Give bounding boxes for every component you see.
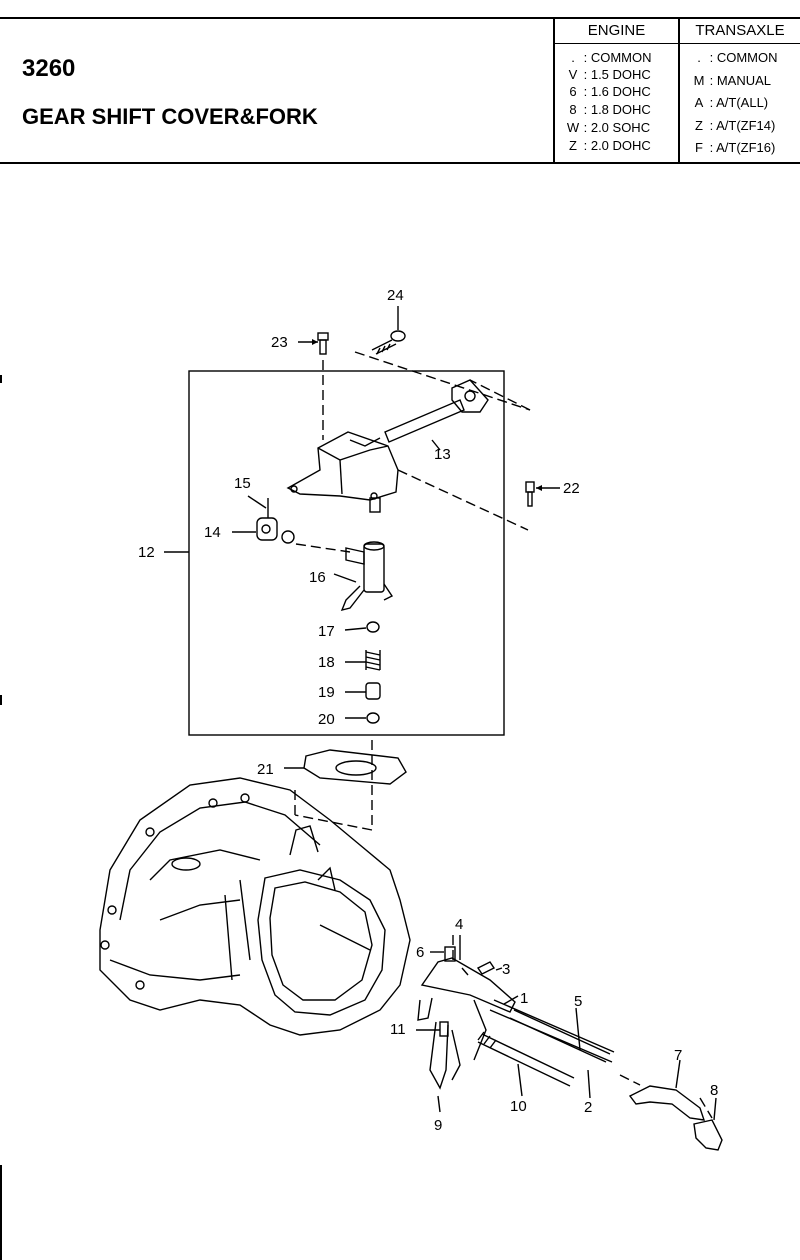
plunger-part-19 xyxy=(365,682,381,700)
spring-part-18 xyxy=(365,650,381,671)
callout-7: 7 xyxy=(674,1047,682,1064)
callout-2: 2 xyxy=(584,1099,592,1116)
callout-1: 1 xyxy=(520,990,528,1007)
engine-heading: ENGINE xyxy=(587,22,646,39)
callout-21: 21 xyxy=(257,761,274,778)
leader-arrow-tip xyxy=(536,485,542,491)
section-code: 3260 xyxy=(22,55,76,82)
callout-3: 3 xyxy=(502,961,510,978)
callout-18: 18 xyxy=(318,654,335,671)
engine-row: Z : 2.0 DOHC xyxy=(569,138,651,153)
bracket-part-8 xyxy=(693,1119,723,1151)
leader-arrow-tip xyxy=(312,339,318,345)
rail-part-1 xyxy=(489,999,615,1063)
ball-joint-part-14 xyxy=(256,498,295,544)
table-head-rule xyxy=(553,43,800,44)
scan-edge-mark xyxy=(0,375,2,383)
cover-assembly-frame xyxy=(188,370,505,736)
callout-13: 13 xyxy=(434,446,451,463)
callout-8: 8 xyxy=(710,1082,718,1099)
callout-12: 12 xyxy=(138,544,155,561)
callout-10: 10 xyxy=(510,1098,527,1115)
section-title: GEAR SHIFT COVER&FORK xyxy=(22,104,318,129)
transaxle-row: F : A/T(ZF16) xyxy=(695,140,776,155)
transaxle-row: . : COMMON xyxy=(697,50,778,65)
callout-9: 9 xyxy=(434,1117,442,1134)
callout-5: 5 xyxy=(574,993,582,1010)
callout-leaders xyxy=(164,306,717,1121)
scan-edge-mark xyxy=(0,695,2,705)
shift-rod-part-13 xyxy=(384,379,489,443)
gear-shift-cover-body xyxy=(286,431,399,513)
engine-row: 6 : 1.6 DOHC xyxy=(569,84,651,99)
callout-6: 6 xyxy=(416,944,424,961)
bolt-part-24 xyxy=(371,330,406,355)
transaxle-heading: TRANSAXLE xyxy=(695,22,785,39)
header-top-rule xyxy=(0,17,800,19)
washer-part-17 xyxy=(366,621,380,633)
callout-4: 4 xyxy=(455,916,463,933)
engine-row: W : 2.0 SOHC xyxy=(566,120,651,135)
engine-column-left-rule xyxy=(553,17,555,164)
engine-column-right-rule xyxy=(678,17,680,164)
select-lever-part-16 xyxy=(340,541,394,612)
callout-19: 19 xyxy=(318,684,335,701)
callout-14: 14 xyxy=(204,524,221,541)
shift-fork-assembly xyxy=(417,946,723,1151)
scan-edge-mark xyxy=(0,1165,2,1260)
fork-part-7 xyxy=(628,1085,706,1121)
engine-row: V : 1.5 DOHC xyxy=(568,67,651,82)
callout-24: 24 xyxy=(387,287,404,304)
bolt-part-23 xyxy=(317,332,329,355)
rail-part-10 xyxy=(477,1033,575,1087)
engine-row: 8 : 1.8 DOHC xyxy=(569,102,651,117)
rail-grooves xyxy=(477,1031,497,1049)
callout-22: 22 xyxy=(563,480,580,497)
parts-header: 3260 GEAR SHIFT COVER&FORK ENGINE TRANSA… xyxy=(0,0,800,164)
callout-20: 20 xyxy=(318,711,335,728)
callout-23: 23 xyxy=(271,334,288,351)
callout-16: 16 xyxy=(309,569,326,586)
callout-17: 17 xyxy=(318,623,335,640)
arrow-tips xyxy=(312,339,542,491)
callout-11: 11 xyxy=(390,1021,406,1038)
transaxle-row: M : MANUAL xyxy=(693,73,772,88)
clip-part-20 xyxy=(366,712,380,724)
callout-15: 15 xyxy=(234,475,251,492)
transaxle-case xyxy=(99,777,411,1036)
pin-part-6 xyxy=(444,946,456,962)
gasket-part-21 xyxy=(303,749,407,785)
engine-row: . : COMMON xyxy=(571,50,652,65)
rail-part-5 xyxy=(509,1009,611,1063)
transaxle-row: A : A/T(ALL) xyxy=(694,95,769,110)
pin-part-3 xyxy=(476,961,496,975)
header-bottom-rule xyxy=(0,162,800,164)
bolt-part-22 xyxy=(525,481,535,507)
transaxle-row: Z : A/T(ZF14) xyxy=(695,118,776,133)
